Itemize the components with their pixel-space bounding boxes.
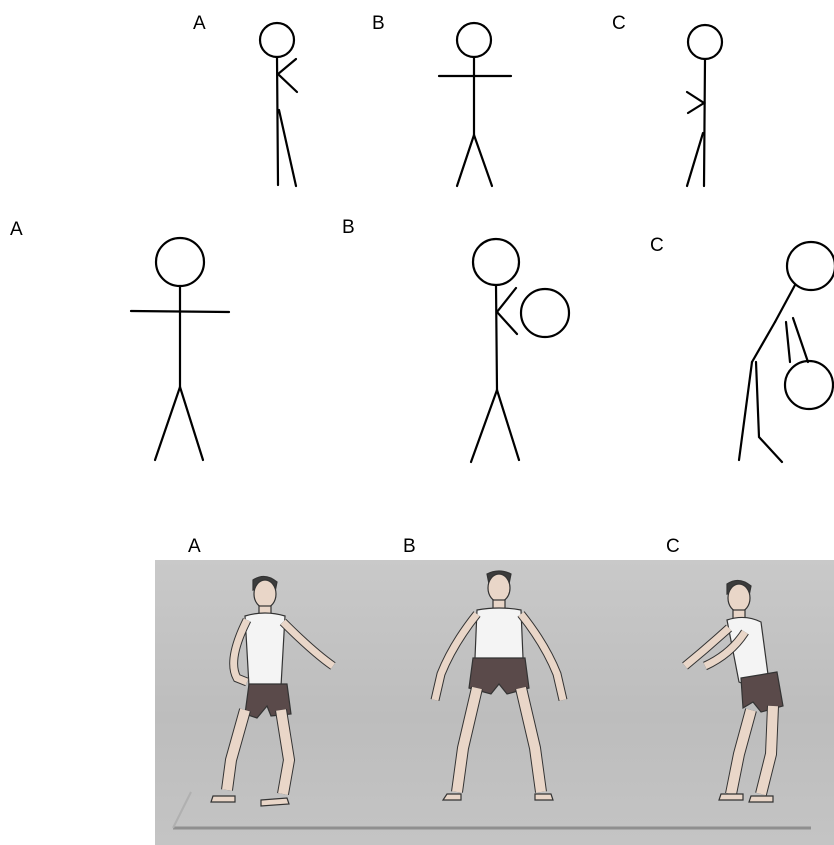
row3-label-c: C <box>666 537 680 556</box>
row2-figure-a <box>131 238 229 460</box>
player-a <box>211 576 333 806</box>
stick-figures <box>0 0 834 530</box>
row2-figure-b <box>471 239 569 462</box>
player-c <box>685 580 783 802</box>
row1-figure-a <box>260 23 297 186</box>
row3-label-b: B <box>403 537 416 556</box>
row1-figure-b <box>439 23 511 186</box>
row1-figure-c <box>687 25 722 186</box>
athlete-drawings <box>155 560 834 845</box>
player-b <box>435 571 563 800</box>
athlete-illustration <box>155 560 834 845</box>
row2-figure-c <box>739 242 834 462</box>
row3-label-a: A <box>188 537 201 556</box>
